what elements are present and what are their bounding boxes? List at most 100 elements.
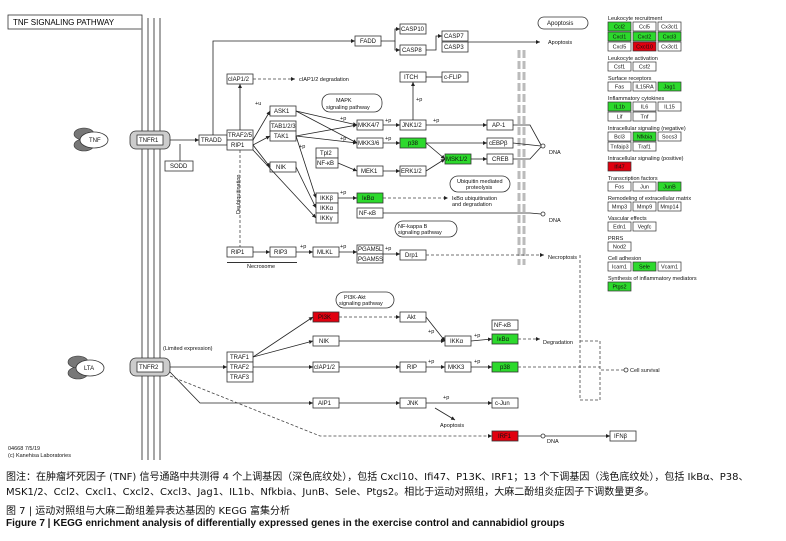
node-traf2: TRAF2 xyxy=(226,361,254,373)
svg-text:+p: +p xyxy=(433,118,439,124)
gene-label: Sele xyxy=(639,265,650,271)
svg-text:CASP8: CASP8 xyxy=(402,48,422,54)
sidebar-group-header: Inflammatory cytokines xyxy=(608,96,664,102)
gene-label: Nfkbia xyxy=(637,135,654,141)
node-p38-lower: p38 xyxy=(491,361,519,373)
svg-text:signaling pathway: signaling pathway xyxy=(339,301,383,307)
necroptosis-label: Necroptosis xyxy=(548,255,577,261)
node-ikba: IκBα xyxy=(356,192,384,204)
node-casp8: CASP8 xyxy=(399,44,427,56)
svg-text:+p: +p xyxy=(385,136,391,142)
svg-text:+p: +p xyxy=(299,144,305,150)
sidebar-group-header: Transcription factors xyxy=(608,176,658,182)
node-casp3: CASP3 xyxy=(441,41,469,53)
svg-text:NF-κB: NF-κB xyxy=(317,161,334,167)
gene-label: IL15 xyxy=(664,105,675,111)
svg-text:Akt: Akt xyxy=(407,315,416,321)
node-msk12: MSK1/2 xyxy=(444,153,472,165)
node-irf1: IRF1 xyxy=(491,430,519,442)
svg-text:IκBα: IκBα xyxy=(497,337,510,343)
node-traf25: TRAF2/5 xyxy=(226,129,254,141)
svg-text:proteolysis: proteolysis xyxy=(466,185,493,191)
ikba-degradation-label: and degradation xyxy=(452,202,492,208)
svg-text:IκBα: IκBα xyxy=(362,196,375,202)
gene-box-ifi47 xyxy=(607,161,632,172)
svg-text:TAB1/2/3: TAB1/2/3 xyxy=(271,124,296,130)
gene-box-mmp14 xyxy=(657,201,682,212)
tnfr2-label: TNFR2 xyxy=(139,365,159,371)
gene-box-mmp9 xyxy=(632,201,657,212)
gene-box-junb xyxy=(657,181,682,192)
svg-text:ASK1: ASK1 xyxy=(274,109,290,115)
apoptosis-label-lower: Apoptosis xyxy=(440,423,464,429)
node-rip1: RIP1 xyxy=(226,139,254,151)
node-aip1: AIP1 xyxy=(312,397,340,409)
gene-label: Cx3cl1 xyxy=(661,25,678,31)
node-erk12: ERK1/2 xyxy=(399,165,427,177)
svg-text:+p: +p xyxy=(340,116,346,122)
node-ask1: ASK1 xyxy=(269,105,297,117)
svg-text:Ubiquitin mediated: Ubiquitin mediated xyxy=(457,179,503,185)
gene-label: IL6 xyxy=(641,105,649,111)
gene-label: Mmp3 xyxy=(612,205,627,211)
dna-node-1 xyxy=(540,143,546,149)
gene-box-csf1 xyxy=(607,61,632,72)
gene-label: Cxcl10 xyxy=(636,45,653,51)
node-p38: p38 xyxy=(399,137,427,149)
svg-text:PGAM5S: PGAM5S xyxy=(358,257,383,263)
svg-text:SODD: SODD xyxy=(170,164,188,170)
dna-node-lower xyxy=(540,433,546,439)
svg-text:AP-1: AP-1 xyxy=(492,123,506,129)
svg-text:Tpl2: Tpl2 xyxy=(320,151,332,157)
svg-text:RIP3: RIP3 xyxy=(274,250,288,256)
svg-text:MKK3: MKK3 xyxy=(448,365,465,371)
sidebar-group-header: Remodeling of extracellular matrix xyxy=(608,196,691,202)
svg-text:TAK1: TAK1 xyxy=(274,134,289,140)
node-pgam5l: PGAM5L xyxy=(356,244,384,255)
node-nfkb-ikba: NF-κB xyxy=(356,207,384,219)
gene-box-fas xyxy=(607,81,632,92)
svg-text:TRAF1: TRAF1 xyxy=(230,355,250,361)
cell-membrane xyxy=(141,18,161,460)
gene-label: IL1b xyxy=(614,105,625,111)
node-traf3: TRAF3 xyxy=(226,371,254,383)
svg-text:RIP1: RIP1 xyxy=(231,250,245,256)
sidebar-group-header: Vascular effects xyxy=(608,216,647,222)
svg-text:+p: +p xyxy=(340,244,346,250)
edges xyxy=(169,27,624,438)
node-ikka-lower: IKKα xyxy=(444,335,472,347)
phospho-labels: +p +p +p +p +p +p +p +p +u +p +p +p +p +… xyxy=(255,97,480,401)
gene-label: Ptgs2 xyxy=(612,285,626,291)
node-tak1: TAK1 xyxy=(269,130,297,142)
gene-label: Ccl2 xyxy=(614,25,625,31)
node-mkk47: MKK4/7 xyxy=(356,119,384,131)
gene-box-jag1 xyxy=(657,81,682,92)
dna-label-2: DNA xyxy=(549,218,561,224)
svg-text:signaling pathway: signaling pathway xyxy=(398,230,442,236)
gene-box-bcl3 xyxy=(607,131,632,142)
svg-text:p38: p38 xyxy=(408,141,419,147)
svg-text:IKKβ: IKKβ xyxy=(320,196,334,202)
node-nik: NIK xyxy=(269,161,297,173)
svg-text:MKK3/6: MKK3/6 xyxy=(358,141,380,147)
svg-text:+p: +p xyxy=(474,359,480,365)
gene-label: Nod2 xyxy=(613,245,626,251)
svg-text:cIAP1/2: cIAP1/2 xyxy=(228,77,250,83)
svg-text:IKKα: IKKα xyxy=(450,339,464,345)
nuclear-membrane xyxy=(517,50,526,265)
dna-node-2 xyxy=(540,211,546,217)
node-ikkg: IKKγ xyxy=(315,212,339,224)
node-apoptosis-top: Apoptosis xyxy=(537,16,589,30)
gene-box-socs3 xyxy=(657,131,682,142)
node-rip: RIP xyxy=(399,361,427,373)
gene-box-csf2 xyxy=(632,61,657,72)
svg-text:PGAM5L: PGAM5L xyxy=(358,247,383,253)
node-ciap12: cIAP1/2 xyxy=(226,73,254,85)
tnf-ligand: TNF xyxy=(73,127,109,152)
gene-label: JunB xyxy=(663,185,676,191)
node-tradd: TRADD xyxy=(198,134,228,146)
gene-label: Csf2 xyxy=(639,65,650,71)
apoptosis-label-top: Apoptosis xyxy=(548,40,572,46)
gene-box-vcam1 xyxy=(657,261,682,272)
svg-text:cEBPβ: cEBPβ xyxy=(489,141,508,147)
